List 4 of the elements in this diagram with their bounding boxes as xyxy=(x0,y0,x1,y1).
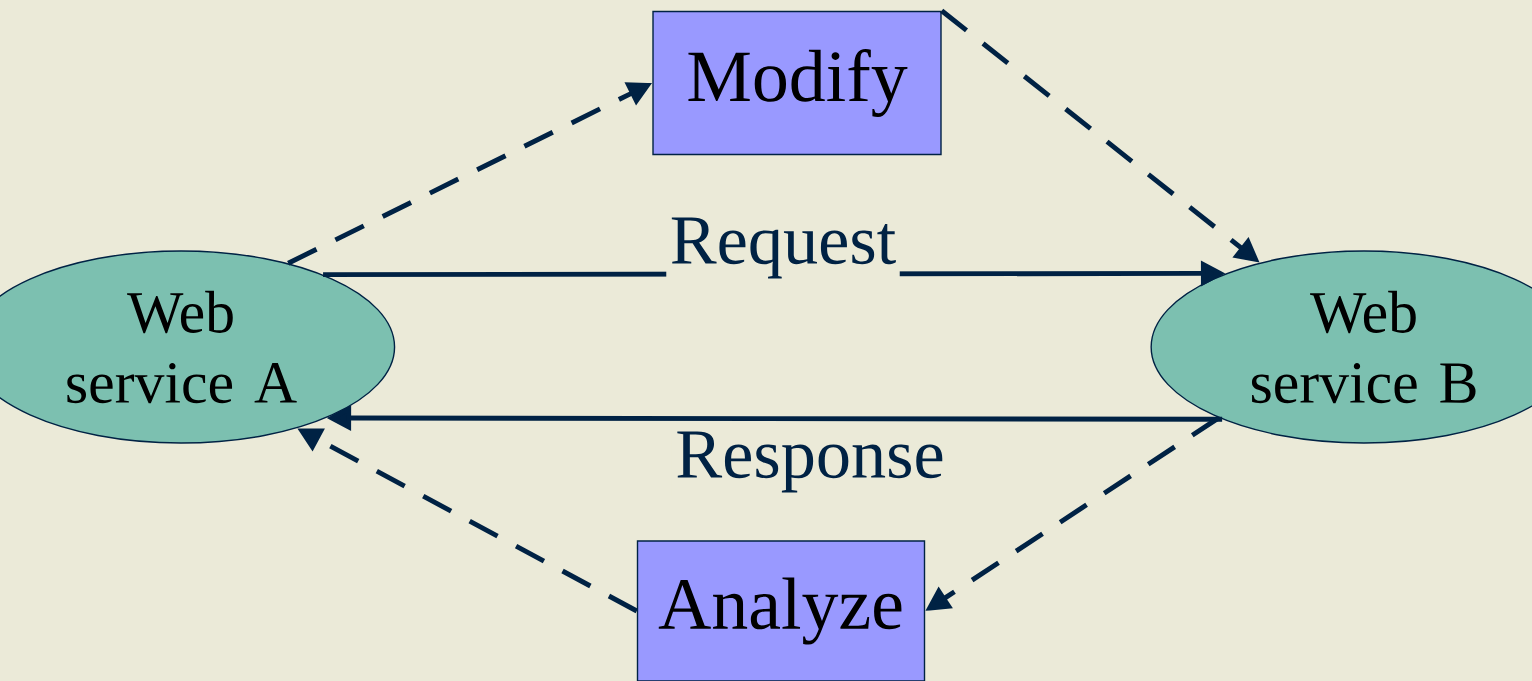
edge-label: Request xyxy=(666,214,900,282)
edge-label: Response xyxy=(671,428,949,496)
process-box: Analyze xyxy=(636,540,926,681)
process-box: Modify xyxy=(652,10,942,156)
